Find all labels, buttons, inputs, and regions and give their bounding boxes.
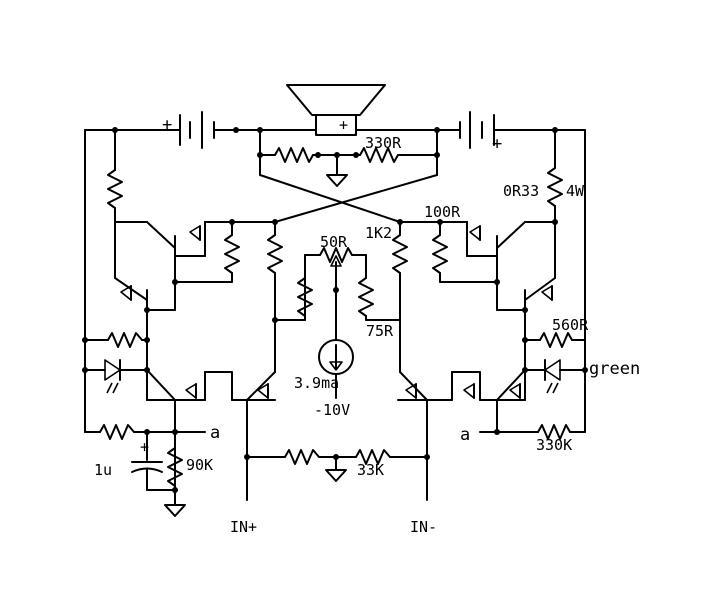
resistor-100r (432, 221, 498, 283)
right-led (524, 359, 586, 394)
right-upper-diode (469, 225, 481, 241)
battery-right (459, 111, 495, 149)
capacitor-1u-label: 1u (94, 461, 112, 479)
battery-left (179, 111, 215, 149)
left-shunt-resistor (174, 221, 240, 283)
resistor-0r33 (547, 129, 563, 223)
battery-left-plus-label: + (162, 115, 172, 135)
left-output-transistor (114, 221, 176, 319)
resistor-330k-label: 330K (536, 436, 572, 454)
right-driver-transistor (399, 221, 556, 277)
node-a-right-label: a (460, 425, 470, 445)
capacitor-1u (131, 431, 176, 491)
resistor-1k2 (392, 221, 408, 373)
input-plus-label: IN+ (230, 518, 257, 536)
left-input-transistor (231, 221, 283, 501)
resistor-33k-label: 33K (357, 461, 384, 479)
left-input-diode (257, 383, 269, 399)
left-vas-diode (185, 383, 197, 399)
right-input-transistor (397, 371, 453, 501)
left-led (84, 359, 148, 394)
speaker (259, 84, 438, 136)
right-input-diode (405, 383, 417, 399)
left-horizontal-resistor (84, 332, 148, 348)
left-lower-diode (120, 285, 132, 301)
battery-right-plus-label: + (492, 134, 502, 154)
input-minus-label: IN- (410, 518, 437, 536)
node-a-left-label: a (210, 423, 220, 443)
right-vas-diode (463, 383, 475, 399)
trimmer-50r-label: 50R (320, 233, 348, 251)
led-green-label: green (589, 359, 640, 379)
right-output-transistor (496, 221, 556, 319)
resistor-330r-network (259, 129, 438, 187)
resistor-100r-label: 100R (424, 203, 461, 221)
junction-dots (82, 127, 588, 493)
resistor-0r33-label: 0R33 (503, 182, 539, 200)
speaker-plus-label: + (339, 116, 348, 134)
current-source (318, 339, 354, 399)
resistor-1k2-label: 1K2 (365, 224, 392, 242)
resistor-560r-label: 560R (552, 316, 589, 334)
right-lower-diode (541, 285, 553, 301)
resistor-75r-label: 75R (366, 322, 394, 340)
resistor-4w-label: 4W (566, 182, 585, 200)
right-vas-emitter-diode (509, 383, 521, 399)
capacitor-plus-label: + (140, 438, 149, 456)
resistor-330r-label: 330R (365, 134, 402, 152)
right-vas-transistor (479, 369, 526, 433)
trimmer-50r (274, 247, 401, 341)
left-driver-transistor (114, 221, 276, 277)
current-source-supply: -10V (314, 401, 350, 419)
current-source-value: 3.9ma (294, 374, 339, 392)
resistor-560r (524, 332, 586, 348)
cross-wires (259, 174, 438, 223)
left-top-resistor (107, 129, 123, 223)
resistor-330k (496, 424, 586, 440)
left-upper-diode (189, 225, 201, 241)
resistor-90k-label: 90K (186, 456, 213, 474)
